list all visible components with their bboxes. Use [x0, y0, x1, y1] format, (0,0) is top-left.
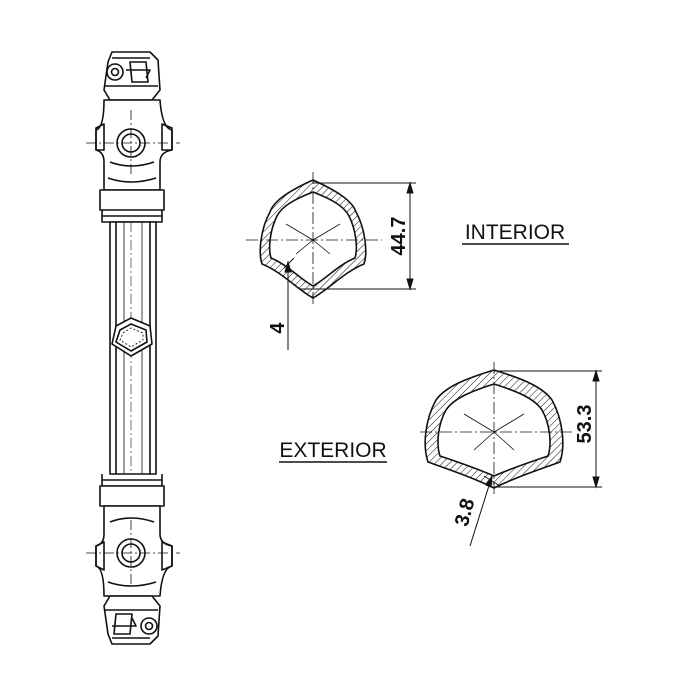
exterior-height-dimension: [494, 369, 602, 489]
interior-height-value: 44.7: [388, 217, 410, 256]
exterior-label: EXTERIOR: [279, 439, 386, 462]
center-guard-bearing: [111, 317, 153, 357]
interior-centerlines: [246, 172, 382, 306]
interior-tube-profile: 44.7 4: [246, 172, 416, 350]
exterior-wall-value: 3.8: [451, 496, 479, 529]
interior-wall-value: 4: [267, 322, 289, 334]
exterior-wall-dimension: [469, 475, 501, 547]
top-clamp-yoke: [103, 51, 161, 101]
interior-height-dimension: [300, 181, 416, 291]
bottom-universal-joint: [86, 505, 180, 597]
top-universal-joint: [86, 99, 180, 191]
top-yoke-body: [99, 189, 165, 223]
interior-label: INTERIOR: [465, 221, 565, 244]
bottom-yoke-body: [99, 474, 165, 507]
exterior-height-value: 53.3: [574, 405, 596, 444]
exterior-tube-profile: 53.3 3.8: [420, 362, 602, 547]
bottom-clamp-yoke: [103, 595, 161, 645]
exterior-centerlines: [420, 362, 572, 496]
pto-shaft-drawing: [86, 51, 180, 645]
interior-wall-dimension: [283, 257, 295, 350]
